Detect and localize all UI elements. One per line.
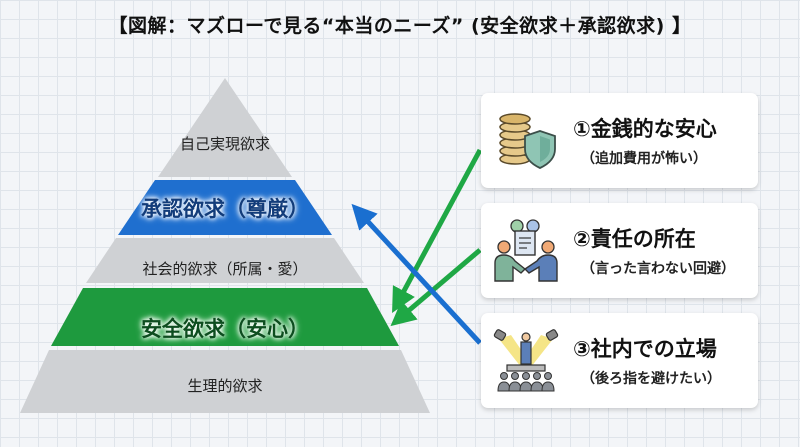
card-financial-security: ①金銭的な安心 （追加費用が怖い） [481,93,758,188]
label-esteem: 承認欲求（尊厳） [141,197,309,221]
arrow-card2-to-safety [390,248,482,327]
label-safety: 安全欲求（安心） [141,317,309,341]
layer-physiological [20,350,430,413]
arrow-card1-to-safety [392,148,483,314]
diagram-title: 【図解：マズローで見る“本当のニーズ” (安全欲求＋承認欲求) 】 [108,15,692,37]
label-self-actualization: 自己実現欲求 [179,135,270,153]
card-subtitle: （追加費用が怖い） [581,151,707,167]
arrow-card3-to-esteem [351,203,482,345]
layer-safety [51,288,399,346]
card-title: ①金銭的な安心 [573,117,717,141]
label-social: 社会的欲求（所属・愛） [142,260,308,278]
label-physiological: 生理的欲求 [187,377,263,395]
layer-social [86,238,364,283]
card-responsibility: ②責任の所在 （言った言わない回避） [481,203,758,298]
card-subtitle: （言った言わない回避） [581,261,735,277]
layer-esteem [118,180,332,235]
handshake-document-icon [494,219,558,282]
card-subtitle: （後ろ指を避けたい） [581,371,721,387]
card-workplace-standing: ③社内での立場 （後ろ指を避けたい） [481,313,758,408]
card-title: ②責任の所在 [573,227,696,251]
layer-self-actualization [158,78,292,177]
card-title: ③社内での立場 [573,337,717,361]
coins-shield-icon [499,113,556,169]
spotlight-stage-icon [493,329,559,392]
